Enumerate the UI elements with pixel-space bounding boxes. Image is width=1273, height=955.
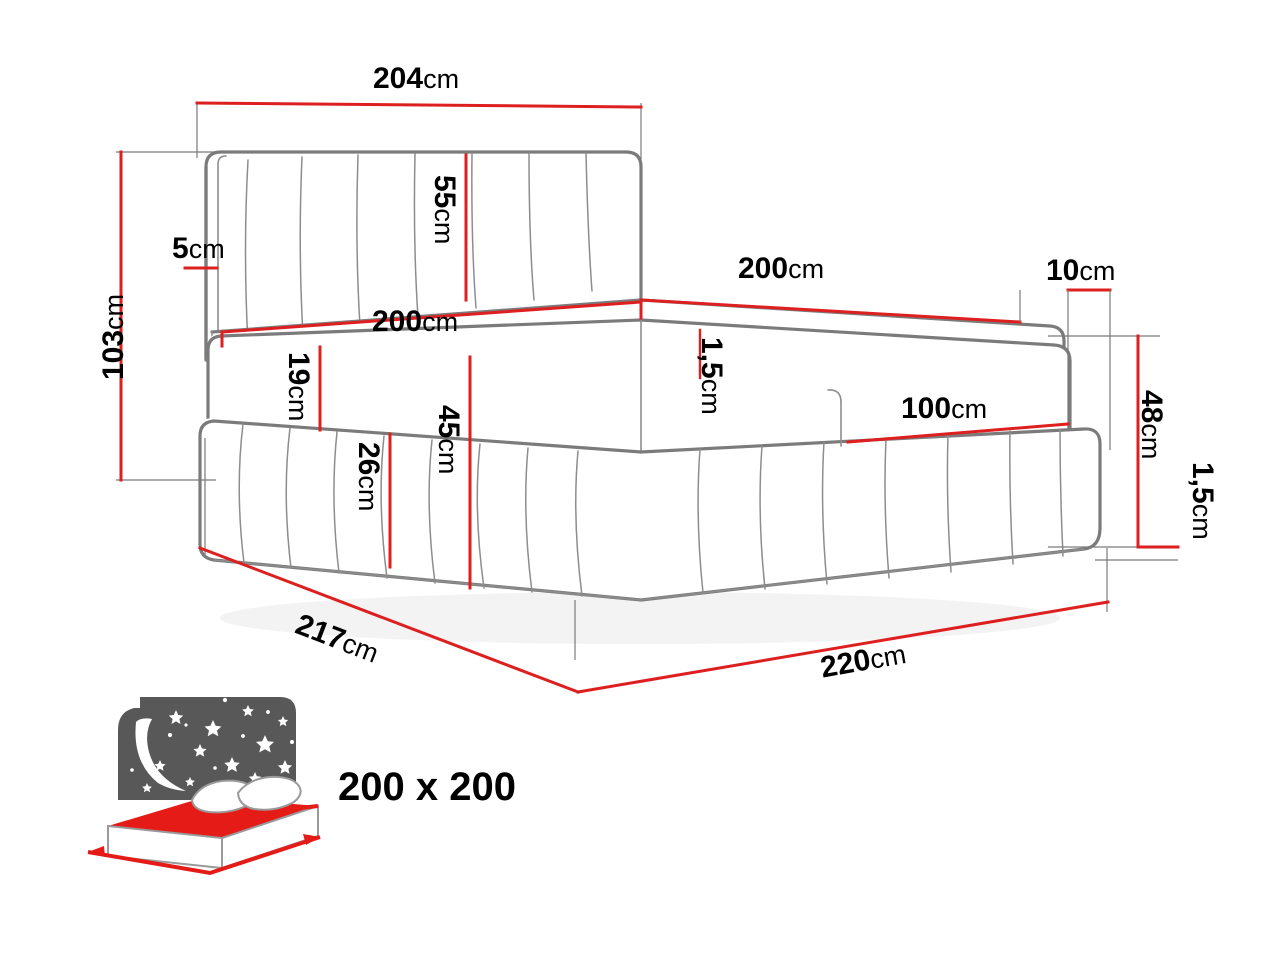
bed-shadow <box>220 592 1060 644</box>
label-mattress-length: 200cm <box>372 305 459 338</box>
measure-arrow-right <box>303 834 320 845</box>
headboard-quilting <box>244 152 593 345</box>
dim-mattress-length <box>220 300 643 348</box>
stars-group <box>130 697 294 793</box>
dim-base-depth <box>846 422 1070 444</box>
dim-bed-depth <box>198 438 580 694</box>
label-mattress-height: 19cm <box>282 352 315 422</box>
mattress-size-label: 200 x 200 <box>338 765 516 809</box>
bed-illustration <box>198 150 1102 644</box>
dimension-annotations <box>116 101 1180 694</box>
dim-headboard-width <box>195 101 643 160</box>
base-side-panel-seam <box>827 389 842 447</box>
label-headboard-height: 55cm <box>428 175 461 245</box>
label-topper-thickness: 1,5cm <box>695 337 728 415</box>
moon-icon <box>135 718 186 791</box>
dim-total-height <box>116 150 216 482</box>
night-sky-left-edge <box>118 708 140 800</box>
label-headboard-thickness: 5cm <box>172 232 225 265</box>
dim-side-overhang <box>1048 288 1160 450</box>
measure-arrow-left <box>88 846 105 857</box>
base-quilting-right <box>697 428 1064 594</box>
mattress-measure-line <box>87 835 321 876</box>
label-foot-height: 1,5cm <box>1186 462 1219 540</box>
dim-mattress-width <box>639 290 1022 324</box>
mattress-size-icon <box>87 697 321 876</box>
label-mattress-width: 200cm <box>738 252 825 285</box>
bed-foot-strip <box>213 548 1085 601</box>
dim-bed-width <box>576 548 1110 694</box>
label-base-total-height: 48cm <box>1135 390 1168 460</box>
label-headboard-width: 204cm <box>373 62 460 95</box>
label-base-height: 26cm <box>352 442 385 512</box>
base-quilting-left <box>238 423 583 597</box>
label-base-depth: 100cm <box>901 392 988 425</box>
dim-foot-height <box>1095 545 1180 561</box>
mattress-top-red-edge <box>247 804 319 816</box>
label-side-overhang: 10cm <box>1046 254 1116 287</box>
label-total-height: 103cm <box>97 293 130 380</box>
label-combined-height: 45cm <box>432 405 465 475</box>
pillow-right <box>236 775 302 811</box>
